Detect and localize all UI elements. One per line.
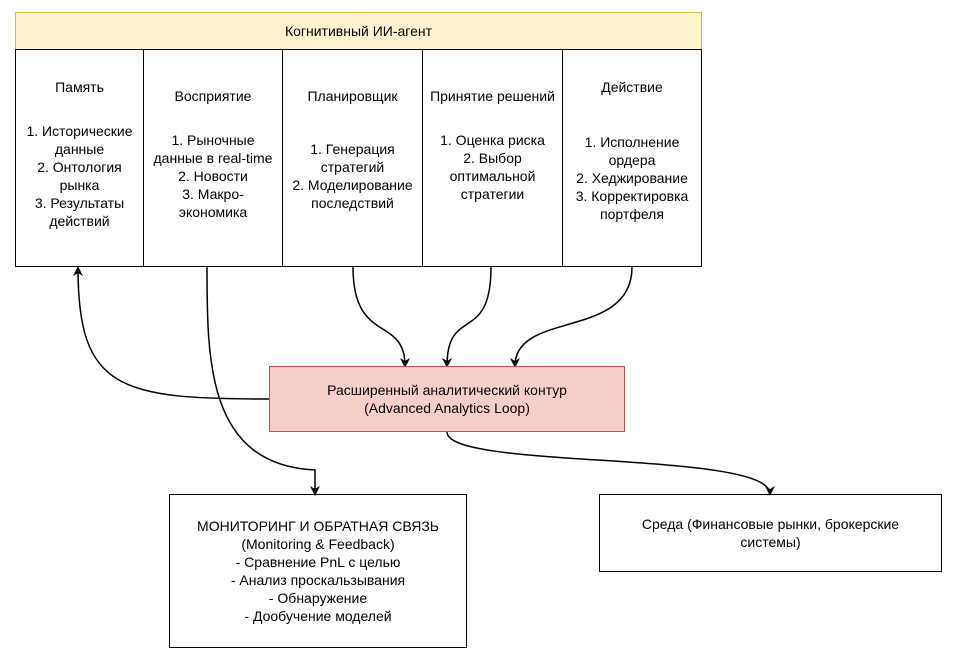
column-item: 1. Генерация: [310, 141, 395, 157]
column-item: 3. Макро-: [182, 186, 244, 202]
arrow-perception-to-monitoring: [206, 266, 320, 496]
monitoring-line: - Сравнение PnL с целью: [235, 554, 401, 570]
column-item: 3. Результаты: [34, 195, 125, 211]
monitoring-line: МОНИТОРИНГ И ОБРАТНАЯ СВЯЗЬ: [197, 518, 439, 534]
column-item: оптимальной: [449, 168, 536, 184]
environment-box: Среда (Финансовые рынки, брокерские сист…: [599, 494, 942, 572]
arrow-decision-to-loop: [442, 266, 492, 368]
column-item: 1. Исторические: [26, 123, 133, 139]
column-item: 1. Исполнение: [584, 134, 680, 150]
column-item: данные в real-time: [153, 150, 273, 166]
column-item: 2. Хеджирование: [576, 170, 688, 186]
column-title: Принятие решений: [430, 88, 555, 104]
column-item: портфеля: [600, 206, 664, 222]
column-title: Восприятие: [174, 88, 252, 104]
monitoring-line: - Обнаружение: [268, 590, 368, 606]
column-perception: Восприятие 1. Рыночные данные в real-tim…: [143, 49, 283, 267]
column-item: действий: [49, 213, 110, 229]
column-planner: Планировщик 1. Генерация стратегий 2. Мо…: [282, 49, 423, 267]
analytics-loop-box: Расширенный аналитический контур (Advanc…: [269, 366, 625, 432]
column-item: 3. Корректировка: [575, 188, 689, 204]
arrow-loop-to-environment: [446, 431, 775, 496]
monitoring-box: МОНИТОРИНГ И ОБРАТНАЯ СВЯЗЬ (Monitoring …: [169, 494, 467, 648]
arrow-loop-to-memory: [73, 266, 270, 400]
column-memory: Память 1. Исторические данные 2. Онтолог…: [15, 49, 144, 267]
agent-title: Когнитивный ИИ-агент: [284, 23, 433, 39]
column-item: 2. Выбор: [463, 150, 522, 166]
environment-line: системы): [740, 534, 801, 550]
monitoring-line: - Анализ проскальзывания: [230, 572, 406, 588]
column-item: ордера: [608, 152, 656, 168]
loop-title: Расширенный аналитический контур: [327, 382, 567, 398]
column-item: рынка: [59, 177, 100, 193]
environment-line: Среда (Финансовые рынки, брокерские: [641, 516, 900, 532]
column-item: данные: [54, 141, 105, 157]
column-decision: Принятие решений 1. Оценка риска 2. Выбо…: [422, 49, 563, 267]
monitoring-line: (Monitoring & Feedback): [241, 536, 395, 552]
column-item: 1. Оценка риска: [440, 132, 545, 148]
loop-subtitle: (Advanced Analytics Loop): [364, 400, 530, 416]
column-item: стратегий: [320, 159, 385, 175]
arrow-planner-to-loop: [352, 266, 410, 368]
column-item: 2. Новости: [178, 168, 248, 184]
column-item: последствий: [311, 195, 394, 211]
column-item: 2. Моделирование: [292, 177, 413, 193]
column-title: Планировщик: [307, 88, 398, 104]
column-title: Память: [55, 79, 104, 95]
column-item: стратегии: [460, 186, 525, 202]
column-item: экономика: [178, 204, 248, 220]
column-action: Действие 1. Исполнение ордера 2. Хеджиро…: [562, 49, 702, 267]
column-item: 2. Онтология: [37, 159, 122, 175]
column-item: 1. Рыночные: [171, 132, 255, 148]
arrow-action-to-loop: [510, 266, 633, 368]
monitoring-line: - Дообучение моделей: [244, 608, 392, 624]
column-title: Действие: [601, 79, 663, 95]
agent-header: Когнитивный ИИ-агент: [15, 12, 702, 50]
